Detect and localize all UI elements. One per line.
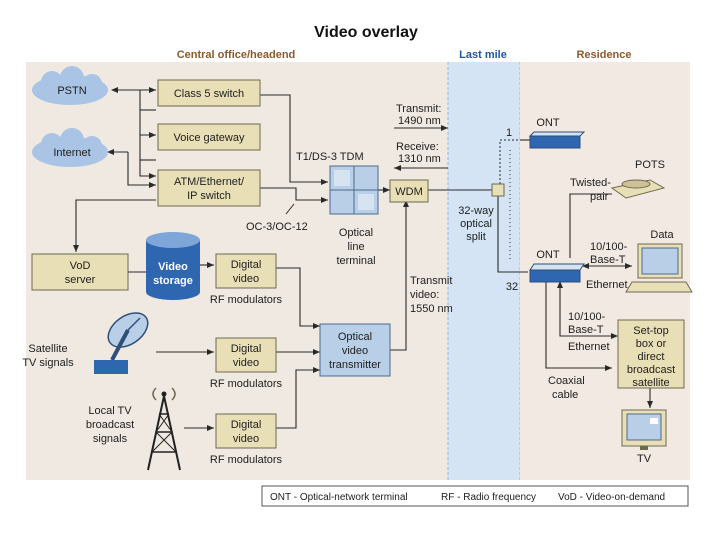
satellite-label-1: Satellite (28, 343, 67, 355)
diagram-title: Video overlay (314, 24, 418, 41)
optical-video-transmitter-box (319, 323, 391, 377)
local-tv-label-3: signals (93, 433, 128, 445)
central-office-label: Central office/headend (177, 49, 296, 61)
voice-gateway-box (157, 123, 261, 151)
digital-video-2-label-2: video (233, 357, 259, 369)
tv-icon (621, 409, 667, 450)
digital-video-3-label-1: Digital (231, 419, 262, 431)
t1-ds3-label: T1/DS-3 TDM (296, 151, 364, 163)
digital-video-2-label-1: Digital (231, 343, 262, 355)
atm-switch-label-1: ATM/Ethernet/ (174, 176, 245, 188)
set-top-label-5: satellite (632, 377, 669, 389)
last-mile-label: Last mile (459, 49, 507, 61)
atm-switch-label-2: IP switch (187, 190, 231, 202)
base-t-label-1b: Base-T (590, 254, 626, 266)
broadcast-tower-icon (147, 387, 181, 471)
voice-gateway-label: Voice gateway (174, 132, 245, 144)
wdm-label: WDM (395, 186, 423, 198)
set-top-label-2: box or (636, 338, 667, 350)
pstn-label: PSTN (57, 85, 86, 97)
last-mile-region (448, 62, 520, 480)
residence-label: Residence (576, 49, 631, 61)
split-label-1: 32-way (458, 205, 494, 217)
digital-video-box-2 (215, 337, 277, 373)
oc-label: OC-3/OC-12 (246, 221, 308, 233)
atm-switch-box (157, 169, 261, 207)
set-top-label-4: broadcast (627, 364, 675, 376)
set-top-label-3: direct (638, 351, 665, 363)
satellite-label-2: TV signals (22, 357, 74, 369)
legend-rf: RF - Radio frequency (441, 492, 536, 503)
tv-label: TV (637, 453, 652, 465)
transmit-1490-nm: 1490 nm (398, 115, 441, 127)
pstn-cloud-icon (32, 66, 108, 105)
receive-label: Receive: (396, 141, 439, 153)
legend-box (261, 485, 689, 507)
legend-vod: VoD - Video-on-demand (558, 492, 665, 503)
digital-video-1-label-2: video (233, 273, 259, 285)
split-label-3: split (466, 231, 486, 243)
ovt-label-1: Optical (338, 331, 372, 343)
wdm-box (389, 179, 429, 203)
data-label: Data (650, 229, 674, 241)
ovt-label-3: transmitter (329, 359, 381, 371)
transmit-video-label-3: 1550 nm (410, 303, 453, 315)
satellite-dish-icon (94, 312, 149, 374)
local-tv-label-2: broadcast (86, 419, 134, 431)
coaxial-label-1: Coaxial (548, 375, 585, 387)
vod-server-box (31, 253, 129, 291)
transmit-video-label-2: video: (410, 289, 439, 301)
optical-line-terminal-icon (329, 165, 379, 215)
pots-label: POTS (635, 159, 665, 171)
transmit-video-label-1: Transmit (410, 275, 452, 287)
olt-label-2: line (347, 241, 364, 253)
set-top-label-1: Set-top (633, 325, 668, 337)
ont-device-icon-1 (528, 131, 586, 149)
ovt-label-2: video (342, 345, 368, 357)
class5-switch-box (157, 79, 261, 107)
local-tv-label-1: Local TV (88, 405, 132, 417)
digital-video-box-3 (215, 413, 277, 449)
video-storage-label-2: storage (153, 275, 193, 287)
vod-server-label-2: server (65, 274, 96, 286)
split-label-2: optical (460, 218, 492, 230)
rf-modulators-label-3: RF modulators (210, 454, 283, 466)
twisted-pair-label-1: Twisted- (570, 177, 611, 189)
digital-video-box-1 (215, 253, 277, 289)
ont-label-2: ONT (536, 249, 560, 261)
receive-nm: 1310 nm (398, 153, 441, 165)
ont-device-icon-2 (529, 263, 585, 283)
transmit-1490-label: Transmit: (396, 103, 441, 115)
legend-ont: ONT - Optical-network terminal (270, 492, 408, 503)
port-32-label: 32 (506, 281, 518, 293)
digital-video-1-label-1: Digital (231, 259, 262, 271)
digital-video-3-label-2: video (233, 433, 259, 445)
internet-cloud-icon (32, 128, 108, 167)
base-t-label-2b: Base-T (568, 324, 604, 336)
rf-modulators-label-1: RF modulators (210, 294, 283, 306)
optical-splitter-icon (491, 183, 505, 197)
base-t-label-1a: 10/100- (590, 241, 628, 253)
base-t-label-2a: 10/100- (568, 311, 606, 323)
internet-label: Internet (53, 147, 90, 159)
class5-switch-label: Class 5 switch (174, 88, 244, 100)
video-storage-label-1: Video (158, 261, 188, 273)
olt-label-3: terminal (336, 255, 375, 267)
vod-server-label-1: VoD (70, 260, 91, 272)
ethernet-label-2: Ethernet (568, 341, 610, 353)
video-storage-icon (146, 232, 200, 300)
computer-icon (625, 243, 693, 293)
port-1-label: 1 (506, 127, 512, 139)
coaxial-label-2: cable (552, 389, 578, 401)
ont-label-1: ONT (536, 117, 560, 129)
rf-modulators-label-2: RF modulators (210, 378, 283, 390)
twisted-pair-label-2: pair (590, 191, 609, 203)
ethernet-label-1: Ethernet (586, 279, 628, 291)
olt-label-1: Optical (339, 227, 373, 239)
telephone-icon (610, 179, 666, 199)
set-top-box (617, 319, 685, 389)
